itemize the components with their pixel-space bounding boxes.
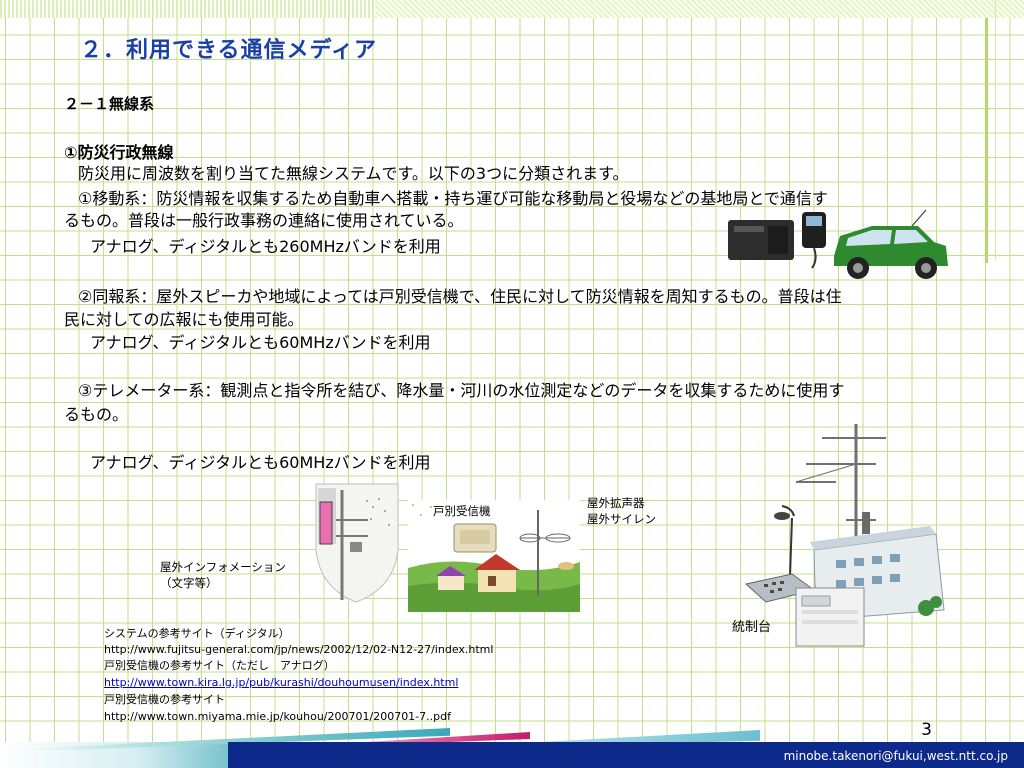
- sub-heading: ①防災行政無線: [64, 143, 174, 162]
- section-heading: ２－１無線系: [64, 95, 155, 113]
- slide-title: ２．利用できる通信メディア: [80, 38, 378, 63]
- top-decoration-band: [0, 0, 375, 18]
- item-2-line-2: 民に対しての広報にも使用可能。: [64, 310, 304, 329]
- home-receiver-houses-image: [408, 500, 580, 612]
- intro-text: 防災用に周波数を割り当てた無線システムです。以下の3つに分類されます。: [78, 164, 629, 183]
- footer-email: minobe.takenori@fukui,west.ntt.co.jp: [783, 749, 1008, 763]
- right-decoration-rule-thin: [995, 0, 996, 260]
- page-number: 3: [921, 720, 932, 740]
- caption-home-receiver: 戸別受信機: [433, 504, 491, 518]
- caption-control-console: 統制台: [732, 620, 772, 635]
- reference-url-fujitsu: http://www.fujitsu-general.com/jp/news/2…: [104, 643, 494, 656]
- item-3-band: アナログ、ディジタルとも60MHzバンドを利用: [90, 453, 431, 472]
- item-2-band: アナログ、ディジタルとも60MHzバンドを利用: [90, 333, 431, 352]
- outdoor-information-board-image: [315, 483, 399, 603]
- reference-heading-digital: システムの参考サイト（ディジタル）: [104, 627, 290, 640]
- reference-heading-analog: 戸別受信機の参考サイト（ただし アナログ）: [104, 659, 335, 672]
- reference-url-miyama: http://www.town.miyama.mie.jp/kouhou/200…: [104, 710, 451, 723]
- caption-outdoor-siren: 屋外サイレン: [587, 512, 656, 526]
- caption-outdoor-speaker: 屋外拡声器: [587, 496, 645, 510]
- reference-heading-receiver: 戸別受信機の参考サイト: [104, 693, 225, 706]
- reference-link-kira[interactable]: http://www.town.kira.lg.jp/pub/kurashi/d…: [104, 676, 459, 689]
- item-3-line-2: るもの。: [64, 405, 129, 424]
- caption-outdoor-information: 屋外インフォメーション: [160, 560, 286, 574]
- control-console-tower-image: [744, 424, 945, 647]
- right-decoration-rule: [985, 18, 988, 263]
- top-decoration-band-right: [375, 0, 1024, 18]
- item-1-line-2: るもの。普段は一般行政事務の連絡に使用されている。: [64, 211, 464, 230]
- item-1-band: アナログ、ディジタルとも260MHzバンドを利用: [90, 237, 441, 256]
- footer-bar: [228, 742, 1024, 768]
- mobile-radio-and-car-image: [728, 209, 948, 279]
- caption-outdoor-information-sub: （文字等）: [160, 576, 218, 590]
- item-3-line-1: ③テレメーター系：観測点と指令所を結び、降水量・河川の水位測定などのデータを収集…: [78, 381, 845, 400]
- item-2-line-1: ②同報系：屋外スピーカや地域によっては戸別受信機で、住民に対して防災情報を周知す…: [78, 287, 842, 306]
- item-1-line-1: ①移動系：防災情報を収集するため自動車へ搭載・持ち運び可能な移動局と役場などの基…: [78, 189, 828, 208]
